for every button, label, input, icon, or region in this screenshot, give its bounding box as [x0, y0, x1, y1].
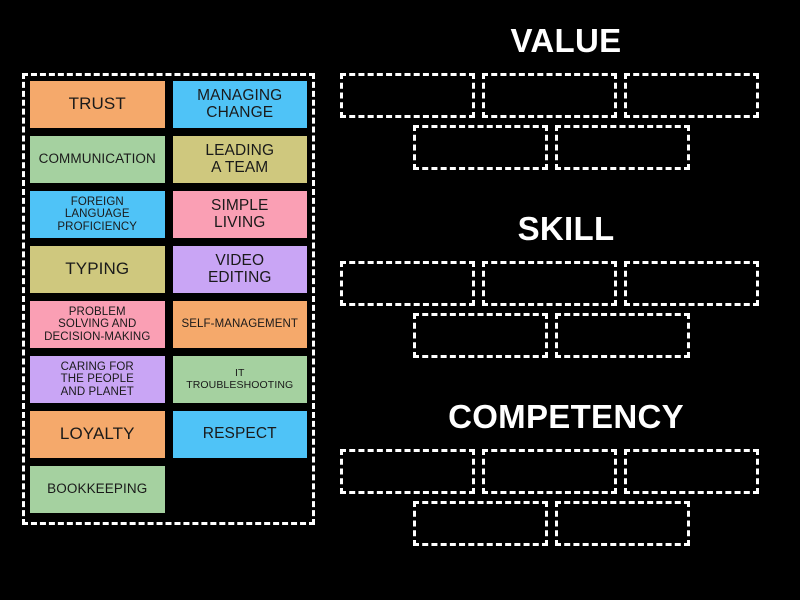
group-title-value: VALUE — [510, 22, 622, 59]
drop-zone[interactable] — [340, 73, 475, 118]
drop-zone-row — [340, 313, 792, 358]
drop-zone-row — [340, 261, 792, 306]
tile-label: TRUST — [68, 94, 126, 114]
drop-zone[interactable] — [624, 449, 759, 494]
drop-zone[interactable] — [413, 501, 548, 546]
tile[interactable]: SELF-MANAGEMENT — [172, 301, 307, 348]
group-title-skill: SKILL — [517, 210, 615, 247]
drop-zone[interactable] — [413, 125, 548, 170]
drop-zones-competency — [340, 449, 792, 546]
tile[interactable]: COMMUNICATION — [30, 136, 165, 183]
drop-zone[interactable] — [624, 73, 759, 118]
tile[interactable]: TRUST — [30, 81, 165, 128]
tile[interactable]: LOYALTY — [30, 411, 165, 458]
tile-label: COMMUNICATION — [38, 151, 156, 167]
drop-zone[interactable] — [624, 261, 759, 306]
drop-zone[interactable] — [482, 449, 617, 494]
group-competency: COMPETENCY — [340, 400, 792, 546]
drop-zone[interactable] — [555, 125, 690, 170]
drop-zone[interactable] — [555, 501, 690, 546]
drop-zones-skill — [340, 261, 792, 358]
group-title-competency: COMPETENCY — [448, 398, 684, 435]
drop-zone-row — [340, 449, 792, 494]
tile[interactable]: TYPING — [30, 246, 165, 293]
drop-zone[interactable] — [555, 313, 690, 358]
drop-zone-row — [340, 501, 792, 546]
drop-zone-row — [340, 125, 792, 170]
tile[interactable]: RESPECT — [172, 411, 307, 458]
tile-label: SELF-MANAGEMENT — [181, 318, 298, 331]
drop-zone[interactable] — [482, 261, 617, 306]
drop-zone[interactable] — [413, 313, 548, 358]
group-value: VALUE — [340, 24, 792, 170]
group-skill: SKILL — [340, 212, 792, 358]
tile-label: TYPING — [65, 259, 130, 279]
tile-label: BOOKKEEPING — [47, 481, 148, 497]
drop-zone[interactable] — [482, 73, 617, 118]
drop-zone[interactable] — [340, 449, 475, 494]
drop-zone-row — [340, 73, 792, 118]
drop-zones-value — [340, 73, 792, 170]
tile[interactable]: BOOKKEEPING — [30, 466, 165, 513]
tile-label: RESPECT — [202, 425, 277, 443]
tile-label: LOYALTY — [59, 424, 135, 444]
drop-zone[interactable] — [340, 261, 475, 306]
